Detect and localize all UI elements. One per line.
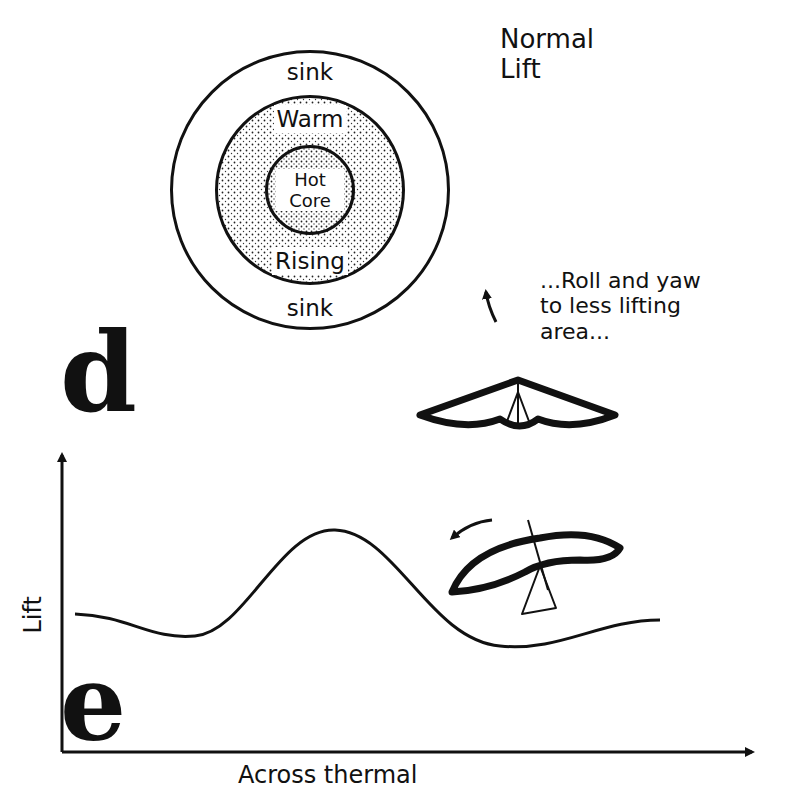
glider-front — [420, 380, 615, 426]
glider-banked — [452, 520, 620, 614]
lift-curve — [75, 530, 660, 647]
panel-letter: e — [60, 652, 126, 756]
panel-letter: d — [60, 318, 137, 428]
region-text: Rising — [272, 247, 348, 275]
region-text: Hot Core — [276, 169, 344, 211]
axis-label: Across thermal — [238, 762, 417, 790]
roll-arrow — [486, 292, 496, 322]
region-text: sink — [284, 58, 336, 86]
region-text: Warm — [274, 105, 347, 133]
region-label: Normal Lift — [500, 25, 618, 85]
hot-core: Hot Core — [265, 145, 355, 235]
axis-label: Lift — [20, 596, 48, 633]
note-label: ...Roll and yaw to less lifting area... — [540, 268, 718, 344]
region-text: sink — [284, 294, 336, 322]
roll-arrow — [452, 520, 492, 538]
sink-ring: sinkWarmHot CoreRisingsink — [170, 50, 450, 330]
chart-axes — [62, 455, 752, 752]
warm-ring: WarmHot CoreRising — [215, 95, 405, 285]
